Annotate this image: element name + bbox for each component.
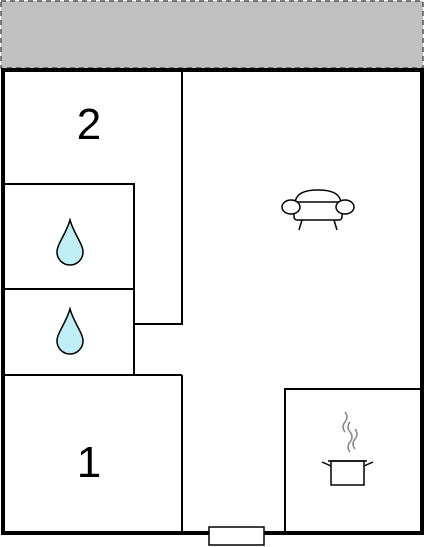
interior-walls <box>3 70 422 533</box>
room-label-2: 2 <box>77 100 101 149</box>
apartment-floor <box>3 70 422 533</box>
door-icon <box>208 526 265 546</box>
water-drop-icon <box>56 306 84 355</box>
cooking-pot-icon <box>321 411 374 486</box>
room-label-1: 1 <box>77 438 101 487</box>
sofa-icon <box>281 189 355 231</box>
terrace <box>0 0 424 69</box>
water-drop-icon <box>56 217 84 266</box>
